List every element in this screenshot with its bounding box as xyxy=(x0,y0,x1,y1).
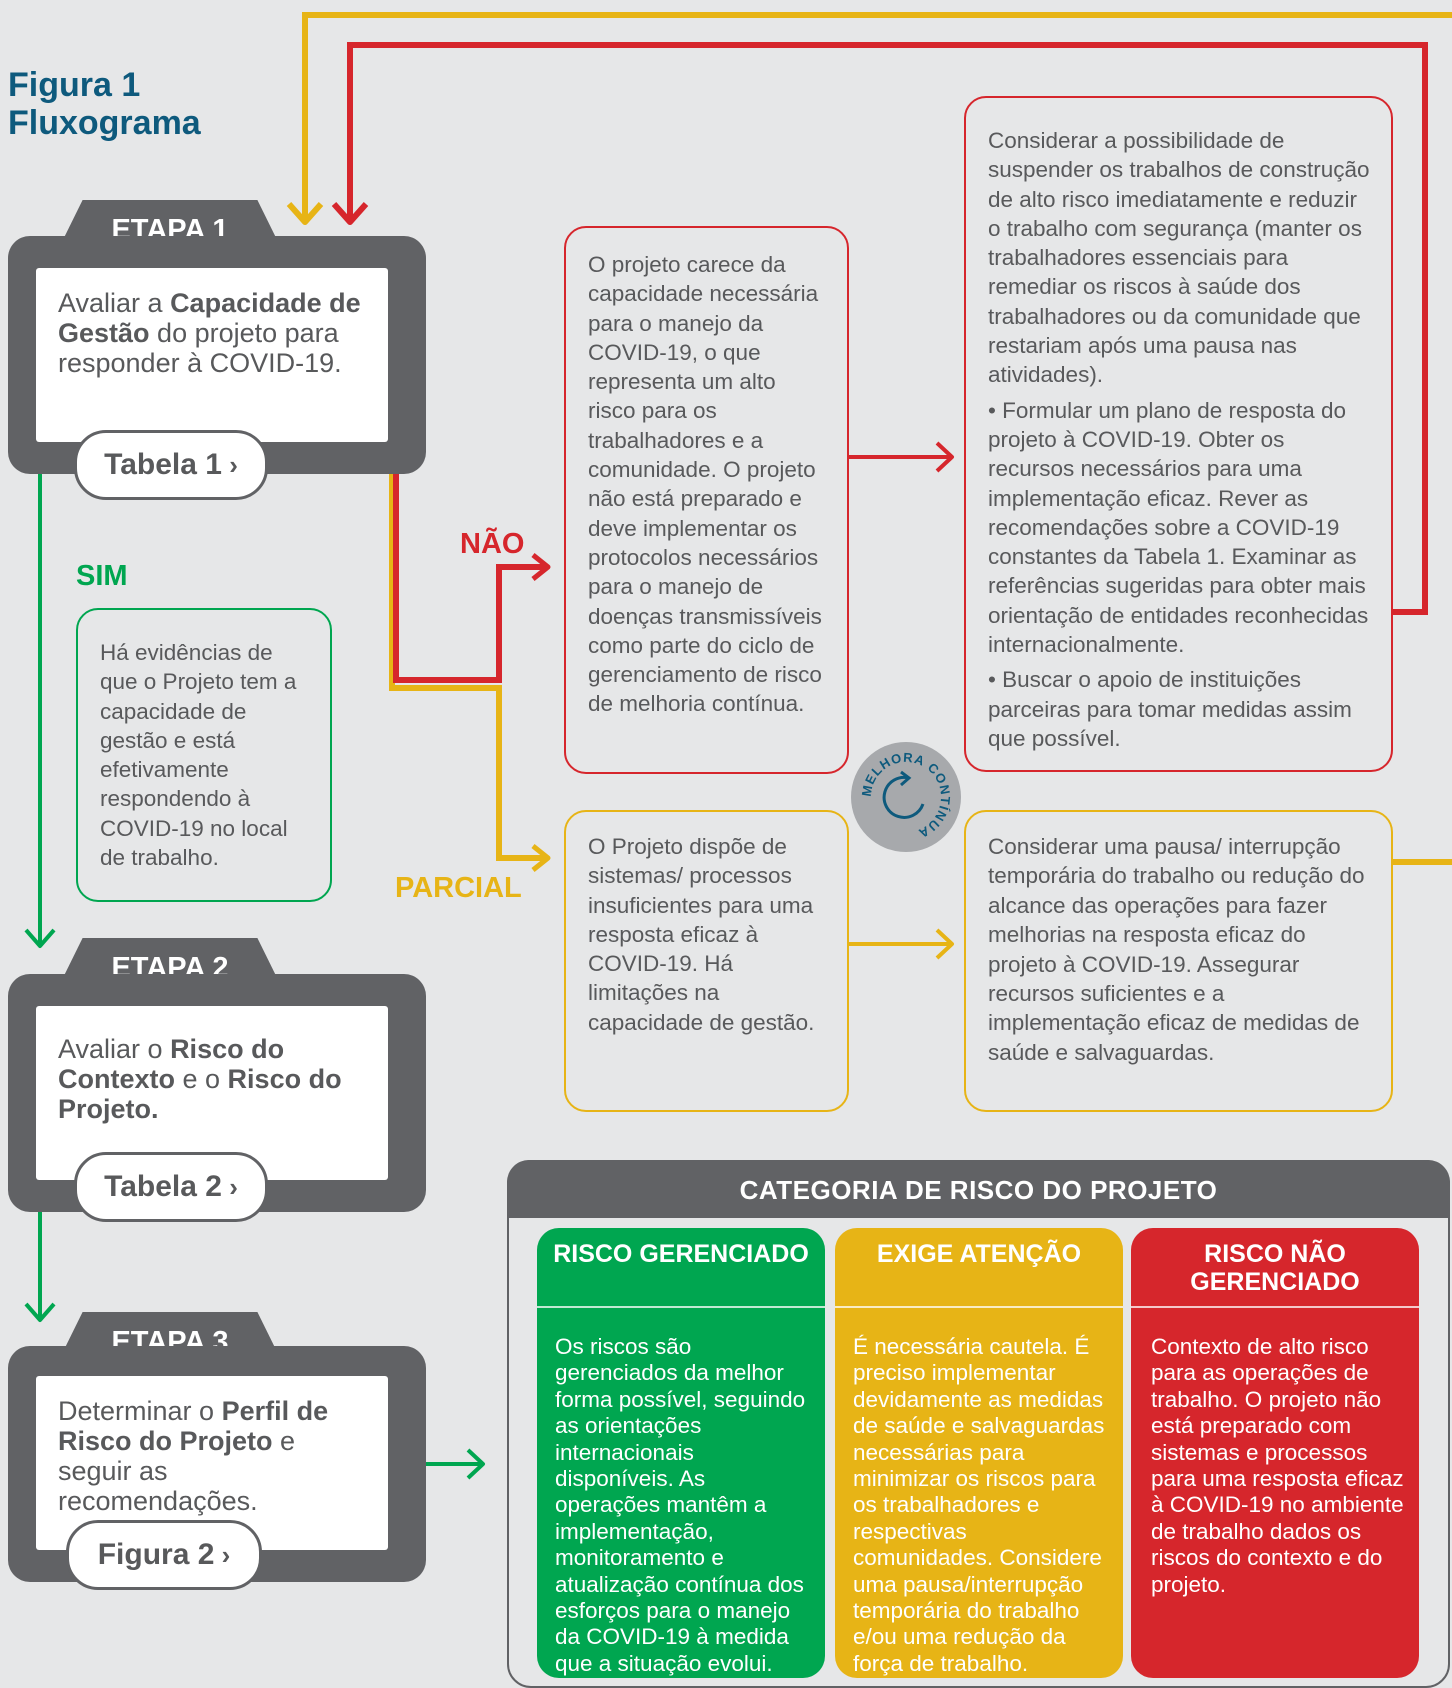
step1-text-bold: Capacidade de Gestão xyxy=(58,288,361,348)
nao-action-p3: • Buscar o apoio de instituições parceir… xyxy=(988,667,1352,751)
step1-text-end: do projeto para responder à COVID-19. xyxy=(58,318,342,378)
chevron-right-icon: › xyxy=(214,1540,231,1570)
category-risco-gerenciado: RISCO GERENCIADO Os riscos são gerenciad… xyxy=(537,1228,825,1678)
category-text: Contexto de alto risco para as operações… xyxy=(1151,1334,1404,1597)
melhora-continua-badge: MELHORA CONTÍNUA xyxy=(851,742,961,852)
category-risco-nao-gerenciado: RISCO NÃO GERENCIADO Contexto de alto ri… xyxy=(1131,1228,1419,1678)
nao-action-p1: Considerar a possibilidade de suspender … xyxy=(988,128,1370,388)
category-title: EXIGE ATENÇÃO xyxy=(835,1228,1123,1308)
step3-text: Determinar o xyxy=(58,1396,222,1426)
figure-title-line1: Figura 1 xyxy=(8,66,141,104)
parcial-action: Considerar uma pausa/ interrupção tempor… xyxy=(964,810,1393,1112)
category-text: Os riscos são gerenciados da melhor form… xyxy=(555,1334,806,1676)
step2-text-bold2: Risco do Projeto. xyxy=(58,1064,342,1124)
figure-title: Figura 1 Fluxograma xyxy=(8,66,201,142)
parcial-label: PARCIAL xyxy=(395,872,522,904)
step1-text: Avaliar a xyxy=(58,288,171,318)
figure-title-line2: Fluxograma xyxy=(8,104,201,142)
category-text: É necessária cautela. É preciso implemen… xyxy=(853,1334,1105,1676)
tabela2-link-label: Tabela 2 xyxy=(104,1170,222,1203)
step2-text: Avaliar o xyxy=(58,1034,171,1064)
step3-text-bold: Perfil de Risco do Projeto xyxy=(58,1396,329,1456)
sim-label: SIM xyxy=(76,560,128,592)
melhora-continua-text: MELHORA CONTÍNUA xyxy=(859,750,953,842)
figura2-link[interactable]: Figura 2 › xyxy=(66,1520,262,1590)
cycle-arrow-icon: MELHORA CONTÍNUA xyxy=(859,750,954,842)
chevron-right-icon: › xyxy=(221,450,238,480)
step1-card: Avaliar a Capacidade de Gestão do projet… xyxy=(36,268,388,442)
step2-text-mid: e o xyxy=(175,1064,228,1094)
step2-card: Avaliar o Risco do Contexto e o Risco do… xyxy=(36,1006,388,1180)
tabela1-link-label: Tabela 1 xyxy=(104,448,222,481)
tabela1-link[interactable]: Tabela 1 › xyxy=(74,430,268,500)
parcial-description: O Projeto dispõe de sistemas/ processos … xyxy=(564,810,849,1112)
sim-description: Há evidências de que o Projeto tem a cap… xyxy=(76,608,332,902)
chevron-right-icon: › xyxy=(221,1172,238,1202)
category-title: RISCO NÃO GERENCIADO xyxy=(1131,1228,1419,1308)
risk-category-header: CATEGORIA DE RISCO DO PROJETO xyxy=(507,1160,1450,1218)
nao-action-p2: • Formular um plano de resposta do proje… xyxy=(988,397,1369,658)
category-title: RISCO GERENCIADO xyxy=(537,1228,825,1308)
tabela2-link[interactable]: Tabela 2 › xyxy=(74,1152,268,1222)
nao-label: NÃO xyxy=(460,528,525,560)
step3-text-end: e seguir as recomendações. xyxy=(58,1426,296,1516)
figura2-link-label: Figura 2 xyxy=(97,1538,215,1571)
nao-description: O projeto carece da capacidade necessári… xyxy=(564,226,849,774)
step2-text-bold: Risco do Contexto xyxy=(58,1034,285,1094)
nao-action: Considerar a possibilidade de suspender … xyxy=(964,96,1393,772)
category-exige-atencao: EXIGE ATENÇÃO É necessária cautela. É pr… xyxy=(835,1228,1123,1678)
svg-text:MELHORA CONTÍNUA: MELHORA CONTÍNUA xyxy=(859,750,954,842)
